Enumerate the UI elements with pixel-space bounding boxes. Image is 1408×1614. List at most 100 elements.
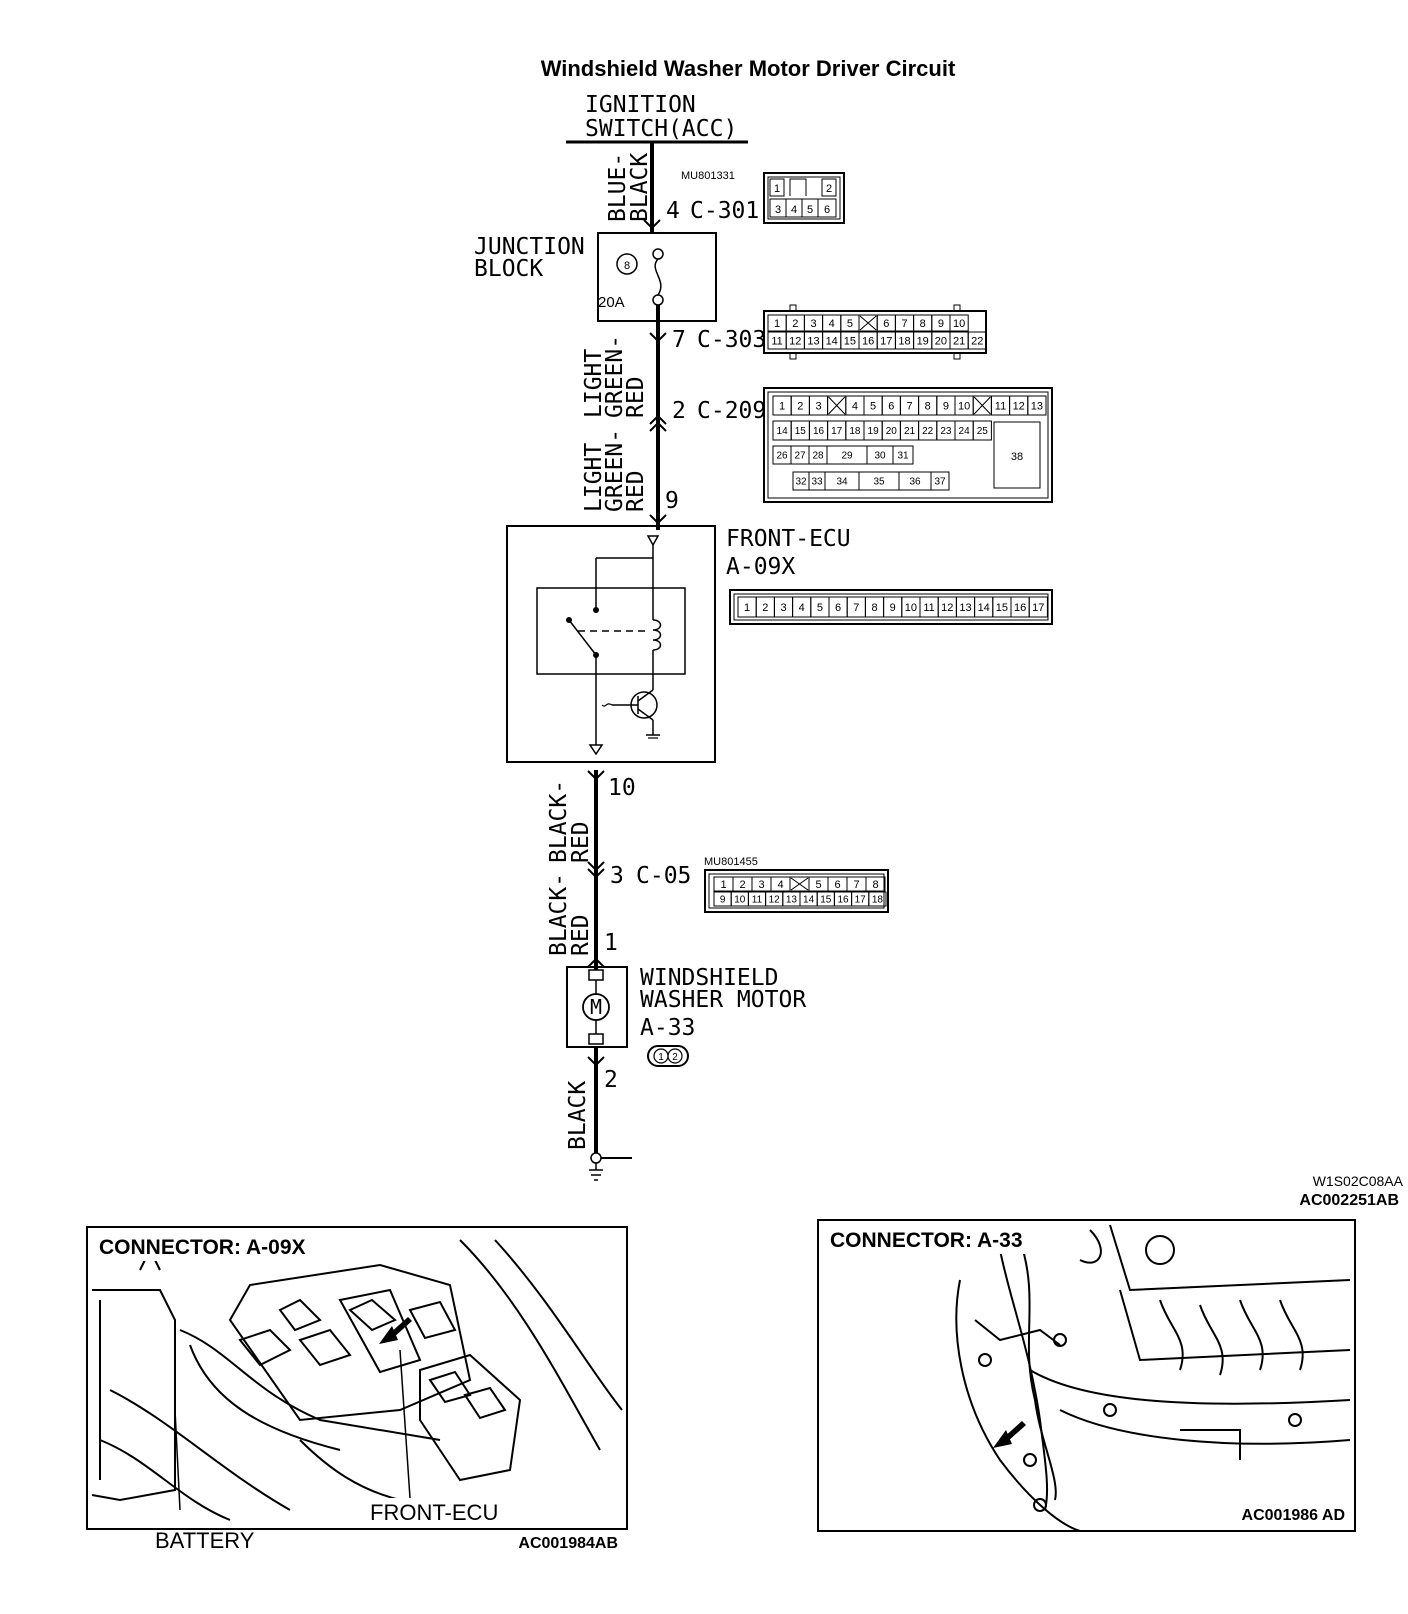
connector-pin-label: 36 bbox=[909, 477, 921, 488]
wire-main-low bbox=[587, 770, 605, 970]
connector-pin-label: 2 bbox=[762, 602, 768, 614]
ecu-code: A-09X bbox=[726, 554, 795, 580]
connector-pin-label: 6 bbox=[834, 879, 840, 891]
ecu-pin-out: 10 bbox=[608, 775, 636, 801]
connector-pin-label: 18 bbox=[898, 335, 910, 347]
connector-pin-label: 7 bbox=[906, 400, 912, 412]
connector-pin-label: 20 bbox=[886, 426, 898, 437]
svg-text:BLACK-: BLACK- bbox=[546, 780, 572, 863]
connector-pin-label: 20 bbox=[935, 335, 947, 347]
wire-color-blue-black: BLUE- BLACK bbox=[605, 153, 653, 222]
fuse-rating: 20A bbox=[598, 294, 625, 311]
connector-pin-label: 17 bbox=[880, 335, 892, 347]
connector-pin-label: 4 bbox=[829, 318, 835, 330]
connector-pin-cell bbox=[972, 420, 992, 441]
connector-pin-label: 7 bbox=[853, 879, 859, 891]
connector-pin-label: 15 bbox=[844, 335, 856, 347]
connector-pin-label: 11 bbox=[771, 335, 782, 347]
svg-text:3: 3 bbox=[775, 204, 781, 216]
c05-label: C-05 bbox=[636, 863, 691, 889]
connector-pin-label: 10 bbox=[953, 318, 965, 330]
motor-label-2: WASHER MOTOR bbox=[640, 987, 806, 1013]
motor-pin-in: 1 bbox=[604, 930, 618, 956]
relay-coil-icon bbox=[652, 619, 662, 651]
motor-pin-out: 2 bbox=[604, 1067, 618, 1093]
connector-pin-label: 33 bbox=[811, 477, 823, 488]
ground-symbol-icon bbox=[589, 1169, 603, 1181]
connector-pin-label: 13 bbox=[1031, 400, 1043, 412]
connector-pin-label: 31 bbox=[897, 451, 909, 462]
connector-pin-label: 10 bbox=[958, 400, 970, 412]
connector-pin-label: 34 bbox=[836, 477, 848, 488]
connector-pin-label: 11 bbox=[995, 400, 1006, 412]
diagram-title: Windshield Washer Motor Driver Circuit bbox=[541, 56, 956, 81]
connector-pin-label: 18 bbox=[849, 426, 861, 437]
connector-pin-label: 4 bbox=[799, 602, 805, 614]
svg-text:38: 38 bbox=[1011, 451, 1023, 463]
connector-pin-cell bbox=[892, 445, 914, 465]
photo-panel-left: CONNECTOR: A-09X FRONT-ECU BATTERY AC001… bbox=[86, 1226, 628, 1553]
connector-blank-cell bbox=[790, 877, 809, 891]
connector-pin-label: 2 bbox=[739, 879, 745, 891]
engine-bay-drawing-right bbox=[955, 1224, 1351, 1532]
connector-pin-label: 30 bbox=[874, 451, 886, 462]
c303-pin: 7 bbox=[672, 327, 686, 353]
connector-pin-label: 1 bbox=[779, 400, 785, 412]
svg-text:LIGHT: LIGHT bbox=[581, 443, 607, 512]
relay-box bbox=[536, 587, 686, 675]
connector-pin-label: 24 bbox=[959, 426, 971, 437]
connector-pin-label: 9 bbox=[938, 318, 944, 330]
connector-pin-label: 1 bbox=[774, 318, 780, 330]
connector-pin-label: 8 bbox=[925, 400, 931, 412]
ecu-pin-in: 9 bbox=[665, 488, 679, 514]
photo-right-code: AC001986 AD bbox=[1242, 1507, 1345, 1524]
wire-color-light-green-red-1: LIGHT GREEN- RED bbox=[581, 335, 649, 418]
connector-pin-label: 3 bbox=[810, 318, 816, 330]
engine-bay-drawing-left bbox=[91, 1239, 623, 1521]
wire-main-mid bbox=[649, 305, 667, 530]
connector-pin-cell bbox=[868, 891, 887, 907]
svg-text:2: 2 bbox=[826, 183, 832, 195]
relay-switch-icon bbox=[568, 619, 597, 656]
connector-pin-label: 22 bbox=[922, 426, 934, 437]
svg-text:5: 5 bbox=[807, 204, 813, 216]
connector-pin-label: 15 bbox=[820, 895, 832, 906]
svg-text:LIGHT: LIGHT bbox=[581, 349, 607, 418]
svg-text:RED: RED bbox=[568, 914, 594, 956]
wire-color-black: BLACK bbox=[565, 1081, 591, 1150]
connector-pin-label: 14 bbox=[978, 602, 990, 614]
connector-pin-label: 23 bbox=[940, 426, 952, 437]
connector-blank-cell bbox=[828, 396, 846, 415]
connector-pin-label: 22 bbox=[971, 335, 983, 347]
motor-connector-icon: 1 2 bbox=[647, 1045, 689, 1067]
connector-pin-label: 5 bbox=[870, 400, 876, 412]
junction-label-1: JUNCTION bbox=[474, 234, 585, 260]
connector-pin-label: 12 bbox=[769, 895, 781, 906]
connector-pin-label: 37 bbox=[934, 477, 946, 488]
connector-blank-cell bbox=[973, 396, 991, 415]
c301-label: C-301 bbox=[690, 198, 759, 224]
c303-label: C-303 bbox=[697, 327, 766, 353]
ignition-label-2: SWITCH(ACC) bbox=[585, 116, 737, 142]
connector-blank-cell bbox=[859, 315, 877, 331]
connector-pin-cell bbox=[865, 876, 886, 892]
connector-pin-label: 5 bbox=[847, 318, 853, 330]
connector-pin-label: 8 bbox=[920, 318, 926, 330]
washer-motor: M bbox=[566, 966, 628, 1048]
motor-label-1: WINDSHIELD bbox=[640, 965, 778, 991]
connector-pin-label: 25 bbox=[977, 426, 989, 437]
wire-ground bbox=[587, 1047, 632, 1170]
connector-pin-label: 12 bbox=[941, 602, 953, 614]
svg-text:RED: RED bbox=[623, 470, 649, 512]
svg-text:1: 1 bbox=[658, 1052, 664, 1063]
photo-left-battery-label: BATTERY bbox=[155, 1528, 255, 1553]
ref-code-1: W1S02C08AA bbox=[1313, 1173, 1404, 1189]
connector-pin-label: 29 bbox=[841, 451, 853, 462]
svg-text:6: 6 bbox=[824, 204, 830, 216]
c05-pin: 3 bbox=[610, 863, 624, 889]
connector-pin-label: 9 bbox=[890, 602, 896, 614]
connector-pin-label: 26 bbox=[776, 451, 788, 462]
connector-pin-label: 13 bbox=[807, 335, 819, 347]
